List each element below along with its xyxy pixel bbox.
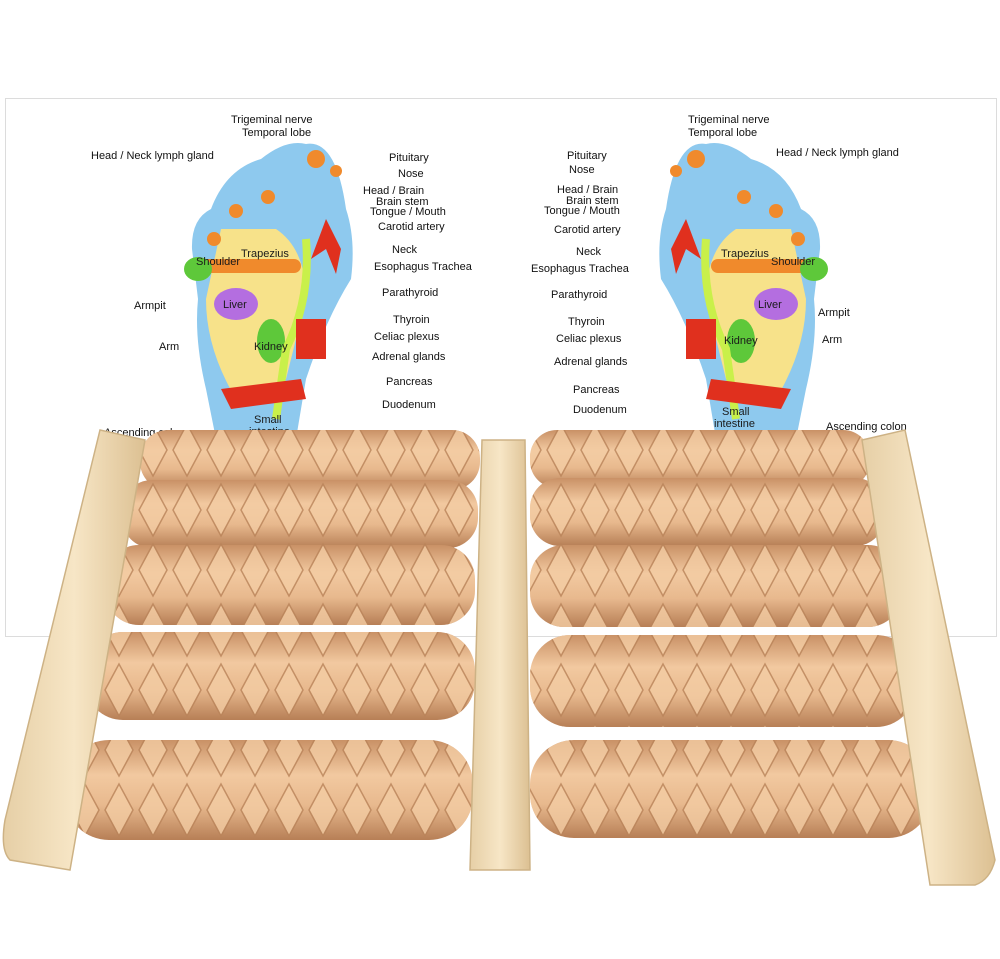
left-toe-dot: [330, 165, 342, 177]
right-label-brain-stem: Brain stem: [566, 195, 619, 207]
right-label-colon: Ascending colon: [826, 421, 907, 433]
left-label-neck: Neck: [392, 244, 418, 256]
right-label-celiac: Celiac plexus: [556, 333, 622, 345]
right-toe-dot: [769, 204, 783, 218]
left-side-rail: [2, 429, 146, 871]
right-toe-dot: [791, 232, 805, 246]
left-label-head-brain: Head / Brain: [363, 185, 424, 197]
right-label-carotid: Carotid artery: [554, 224, 621, 236]
left-pancreas-zone: [296, 319, 326, 359]
right-label-tongue: Tongue / Mouth: [544, 205, 620, 217]
right-label-temporal: Temporal lobe: [688, 127, 757, 139]
left-label-trigeminal: Trigeminal nerve: [231, 114, 313, 126]
right-kidney-zone: [727, 319, 755, 363]
left-label-temporal: Temporal lobe: [242, 127, 311, 139]
right-esophagus-line: [701, 238, 740, 420]
right-pancreas-zone: [686, 319, 716, 359]
center-rail: [469, 439, 531, 871]
left-label-thyroin: Thyroin: [393, 314, 430, 326]
left-organ-liver: Liver: [223, 299, 247, 311]
right-foot-map: Trapezius Shoulder Liver Kidney Small in…: [531, 114, 907, 439]
left-label-parathyroid: Parathyroid: [382, 287, 438, 299]
right-organ-liver: Liver: [758, 299, 782, 311]
right-organ-kidney: Kidney: [724, 335, 758, 347]
left-esophagus-line: [272, 238, 311, 420]
right-label-pituitary: Pituitary: [567, 150, 607, 162]
left-roller-set: [65, 430, 480, 840]
right-label-thyroin: Thyroin: [568, 316, 605, 328]
right-label-nose: Nose: [569, 164, 595, 176]
right-organ-small: Small: [722, 406, 750, 418]
left-label-celiac: Celiac plexus: [374, 331, 440, 343]
right-trapezius-band: [711, 259, 811, 273]
left-toe-dot: [261, 190, 275, 204]
right-side-rail: [861, 429, 996, 886]
right-shoulder-zone: [800, 257, 828, 281]
left-trapezius-band: [201, 259, 301, 273]
right-label-lymph: Head / Neck lymph gland: [776, 147, 899, 159]
right-organ-intestine: intestine: [714, 418, 755, 430]
left-label-pituitary: Pituitary: [389, 152, 429, 164]
right-carotid-zone: [671, 219, 701, 274]
left-organ-small: Small: [254, 414, 282, 426]
right-toe-dot: [737, 190, 751, 204]
right-toe-dot: [687, 150, 705, 168]
left-organ-trapezius: Trapezius: [241, 248, 289, 260]
left-label-adrenal: Adrenal glands: [372, 351, 446, 363]
right-label-pancreas: Pancreas: [573, 384, 620, 396]
left-foot-map: Trapezius Shoulder Liver Kidney Small in…: [91, 114, 473, 439]
left-toe-dot: [207, 232, 221, 246]
right-toe-dot: [670, 165, 682, 177]
left-toe-dot: [307, 150, 325, 168]
right-label-adrenal: Adrenal glands: [554, 356, 628, 368]
reflexology-chart-svg: Trapezius Shoulder Liver Kidney Small in…: [91, 114, 907, 439]
right-label-armpit: Armpit: [818, 307, 850, 319]
right-liver-zone: [754, 288, 798, 320]
right-label-head-brain: Head / Brain: [557, 184, 618, 196]
left-label-lymph: Head / Neck lymph gland: [91, 150, 214, 162]
right-label-parathyroid: Parathyroid: [551, 289, 607, 301]
right-label-arm: Arm: [822, 334, 842, 346]
right-label-trigeminal: Trigeminal nerve: [688, 114, 770, 126]
left-liver-zone: [214, 288, 258, 320]
left-colon-band: [221, 379, 306, 409]
right-label-neck: Neck: [576, 246, 602, 258]
left-label-esophagus: Esophagus Trachea: [374, 261, 473, 273]
left-label-carotid: Carotid artery: [378, 221, 445, 233]
right-label-duodenum: Duodenum: [573, 404, 627, 416]
left-label-pancreas: Pancreas: [386, 376, 433, 388]
right-organ-shoulder: Shoulder: [771, 256, 815, 268]
left-kidney-zone: [257, 319, 285, 363]
left-label-armpit: Armpit: [134, 300, 166, 312]
left-toe-dot: [229, 204, 243, 218]
left-label-duodenum: Duodenum: [382, 399, 436, 411]
left-label-arm: Arm: [159, 341, 179, 353]
left-shoulder-zone: [184, 257, 212, 281]
left-label-brain-stem: Brain stem: [376, 196, 429, 208]
right-roller-set: [530, 430, 932, 838]
right-organ-trapezius: Trapezius: [721, 248, 769, 260]
left-organ-shoulder: Shoulder: [196, 256, 240, 268]
left-label-tongue: Tongue / Mouth: [370, 206, 446, 218]
right-label-esophagus: Esophagus Trachea: [531, 263, 630, 275]
left-label-nose: Nose: [398, 168, 424, 180]
right-colon-band: [706, 379, 791, 409]
left-carotid-zone: [311, 219, 341, 274]
left-organ-kidney: Kidney: [254, 341, 288, 353]
